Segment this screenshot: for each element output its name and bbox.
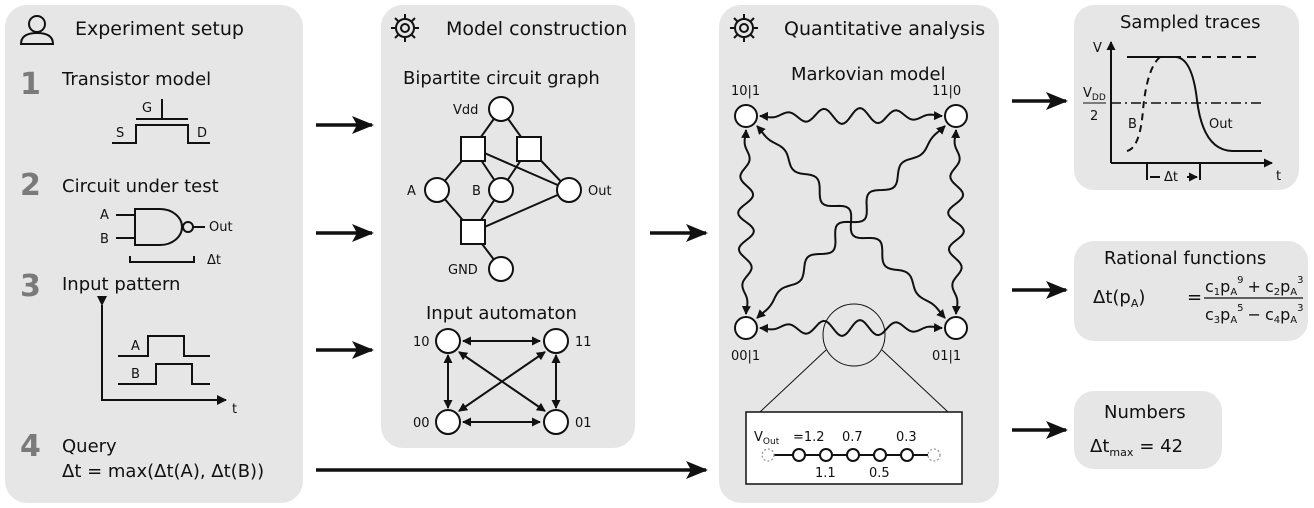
step-2-label: Circuit under test — [62, 176, 219, 197]
traces-plot — [1106, 41, 1273, 180]
model-construction-title: Model construction — [446, 18, 627, 40]
step-1-number: 1 — [20, 67, 41, 102]
vdd-half-denominator: 2 — [1090, 109, 1098, 124]
delay-label: Δt — [207, 253, 221, 268]
a-label: A — [407, 184, 416, 199]
markovian-model-title: Markovian model — [791, 64, 946, 85]
pmos-a-node — [460, 136, 486, 162]
state-10-node — [435, 328, 461, 354]
rational-equals: = — [1187, 287, 1202, 308]
experiment-setup-title: Experiment setup — [75, 18, 244, 40]
trace-b-label: B — [1128, 117, 1137, 132]
input-pattern-plot — [97, 296, 227, 405]
nand-output: Out — [209, 220, 233, 235]
markov-state-tl-label: 10|1 — [731, 84, 760, 99]
trace-delta-label: Δt — [1164, 170, 1178, 185]
out-label: Out — [588, 184, 612, 199]
step-2-number: 2 — [20, 168, 41, 203]
markov-edge-left — [737, 129, 755, 315]
step-4-label: Query — [62, 436, 117, 457]
chain-value-0-3: 0.3 — [896, 430, 917, 445]
person-icon — [19, 15, 55, 45]
markov-state-br-label: 01|1 — [932, 349, 961, 364]
vdd-half-label: VDD — [1083, 86, 1106, 103]
gear-icon — [730, 14, 758, 42]
bipartite-graph-title: Bipartite circuit graph — [403, 68, 600, 89]
b-label: B — [472, 184, 481, 199]
quantitative-analysis-title: Quantitative analysis — [784, 18, 985, 40]
step-3-number: 3 — [20, 269, 41, 304]
traces-y-axis-label: V — [1093, 41, 1102, 56]
gear-icon — [391, 14, 419, 42]
chain-value-1-2: =1.2 — [793, 430, 825, 445]
zoom-circle — [822, 303, 886, 367]
chain-value-0-7: 0.7 — [842, 430, 863, 445]
numbers-result: Δtmax= 42 — [1090, 436, 1183, 459]
source-label: S — [116, 126, 124, 141]
vdd-label: Vdd — [453, 103, 478, 118]
zoom-inset — [745, 411, 963, 485]
vdd-node — [488, 96, 514, 122]
markov-edge-diagonal-2 — [756, 125, 946, 319]
markov-state-tl — [734, 104, 758, 128]
numbers-panel — [1074, 391, 1222, 469]
signal-b-label: B — [131, 367, 140, 382]
b-node — [488, 177, 514, 203]
state-11-label: 11 — [575, 335, 592, 350]
numbers-title: Numbers — [1104, 402, 1186, 423]
drain-label: D — [197, 126, 207, 141]
rational-numerator: c1pA9+c2pA3 — [1205, 275, 1304, 298]
markov-edge-bottom — [759, 319, 943, 337]
traces-x-axis-label: t — [1276, 169, 1281, 184]
chain-detail — [761, 448, 941, 462]
transistor-symbol — [112, 99, 210, 144]
step-3-label: Input pattern — [62, 274, 180, 295]
step-4-number: 4 — [20, 429, 41, 464]
sampled-traces-panel — [1074, 5, 1299, 190]
pmos-b-node — [516, 136, 542, 162]
time-axis-label: t — [232, 402, 237, 417]
nand-gate — [116, 208, 205, 263]
state-00-node — [435, 409, 461, 435]
out-node — [556, 177, 582, 203]
rational-lhs: Δt(pA) — [1093, 287, 1145, 310]
state-10-label: 10 — [413, 335, 430, 350]
rational-functions-panel — [1074, 241, 1308, 341]
trace-out-label: Out — [1209, 117, 1233, 132]
rational-functions-title: Rational functions — [1104, 248, 1266, 269]
markovian-model — [737, 107, 965, 337]
step-1-label: Transistor model — [61, 69, 211, 90]
input-automaton — [435, 328, 569, 435]
v-out-label: VOut — [754, 430, 780, 447]
sampled-traces-title: Sampled traces — [1120, 12, 1260, 33]
nmos-node — [460, 219, 486, 245]
query-formula: Δt = max(Δt(A), Δt(B)) — [62, 461, 264, 482]
gate-label: G — [142, 101, 152, 116]
markov-state-tr — [944, 104, 968, 128]
state-00-label: 00 — [413, 416, 430, 431]
markov-state-bl-label: 00|1 — [731, 349, 760, 364]
a-node — [424, 177, 450, 203]
markov-edge-right — [947, 129, 965, 315]
state-11-node — [543, 328, 569, 354]
nand-input-a: A — [100, 208, 109, 223]
markov-state-tr-label: 11|0 — [932, 84, 961, 99]
chain-value-0-5: 0.5 — [869, 466, 890, 481]
signal-a-label: A — [131, 339, 140, 354]
markov-edge-top — [759, 107, 943, 125]
chain-value-1-1: 1.1 — [815, 466, 836, 481]
nand-input-b: B — [100, 232, 109, 247]
rational-denominator: c3pA5−c4pA3 — [1205, 303, 1304, 326]
markov-state-br — [944, 316, 968, 340]
gnd-node — [488, 256, 514, 282]
bipartite-graph — [424, 96, 582, 282]
experiment-setup-panel — [5, 5, 303, 503]
gnd-label: GND — [448, 263, 478, 278]
state-01-label: 01 — [575, 416, 592, 431]
zoom-lines — [759, 349, 949, 413]
markov-state-bl — [734, 316, 758, 340]
state-01-node — [543, 409, 569, 435]
input-automaton-title: Input automaton — [426, 303, 577, 324]
